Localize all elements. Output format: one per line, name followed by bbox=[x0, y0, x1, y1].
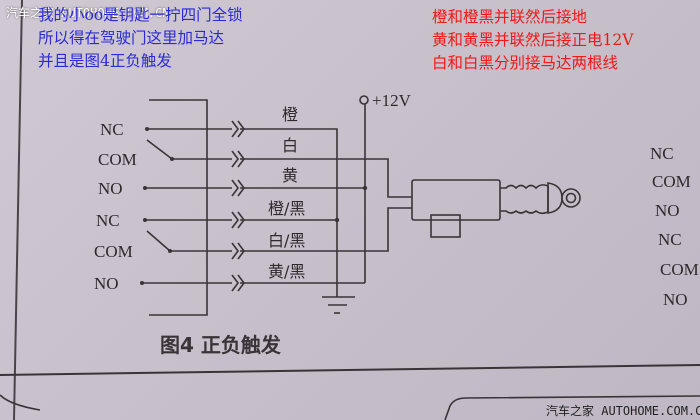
page-divider bbox=[0, 364, 700, 376]
wire-label-white-black: 白/黑 bbox=[268, 231, 305, 250]
junction-dots bbox=[334, 185, 368, 223]
pin-dots bbox=[140, 127, 174, 285]
paper-edge bbox=[13, 0, 23, 420]
wire-label-orange-black: 橙/黑 bbox=[268, 199, 305, 218]
pin-label-com-1: COM bbox=[98, 150, 137, 169]
bottom-box-outline bbox=[444, 395, 700, 420]
blue-annotation: 我的小oo是钥匙一拧四门全锁 所以得在驾驶门这里加马达 并且是图4正负触发 bbox=[38, 4, 243, 73]
right-pin-no-2: NO bbox=[663, 290, 688, 309]
right-pin-nc-1: NC bbox=[650, 144, 674, 163]
blue-note-line: 我的小oo是钥匙一拧四门全锁 bbox=[38, 6, 243, 24]
right-pin-nc-2: NC bbox=[658, 230, 682, 249]
red-note-line: 白和白黑分别接马达两根线 bbox=[432, 54, 619, 72]
wire-label-orange: 橙 bbox=[282, 105, 298, 124]
pin-label-no-1: NO bbox=[98, 179, 123, 198]
relay-wires bbox=[142, 128, 232, 284]
figure-caption: 图4 正负触发 bbox=[160, 333, 282, 357]
harness-wires bbox=[240, 104, 412, 297]
red-note-line: 橙和橙黑并联然后接地 bbox=[432, 8, 588, 26]
relay-bracket bbox=[149, 99, 208, 316]
bottom-left-curve bbox=[0, 394, 41, 411]
supply-terminal-icon bbox=[359, 95, 369, 105]
pin-label-nc-1: NC bbox=[100, 120, 124, 139]
ground-icon bbox=[322, 296, 355, 314]
right-pin-no-1: NO bbox=[655, 201, 680, 220]
pin-label-nc-2: NC bbox=[96, 211, 120, 230]
wire-label-yellow-black: 黄/黑 bbox=[268, 262, 305, 281]
supply-label: +12V bbox=[372, 91, 412, 110]
switch-arm-1 bbox=[146, 139, 173, 160]
pin-label-no-2: NO bbox=[94, 274, 119, 293]
switch-arm-2 bbox=[146, 230, 171, 252]
watermark-bottom: 汽车之家 AUTOHOME.COM.CN bbox=[546, 404, 700, 418]
wire-label-yellow: 黄 bbox=[282, 166, 298, 185]
blue-note-line: 所以得在驾驶门这里加马达 bbox=[38, 29, 225, 47]
right-pin-com-1: COM bbox=[652, 172, 691, 191]
connector-chevrons bbox=[231, 120, 245, 292]
red-note-line: 黄和黄黑并联然后接正电12V bbox=[432, 31, 634, 49]
red-annotation: 橙和橙黑并联然后接地 黄和黄黑并联然后接正电12V 白和白黑分别接马达两根线 bbox=[432, 6, 633, 75]
door-lock-motor-icon bbox=[411, 179, 581, 238]
wire-label-white: 白 bbox=[282, 136, 298, 155]
pin-label-com-2: COM bbox=[94, 242, 133, 261]
blue-note-line: 并且是图4正负触发 bbox=[38, 52, 172, 70]
watermark-top: 汽车之家 AUTOHOME.COM.CN bbox=[6, 6, 170, 20]
right-pin-com-2: COM bbox=[660, 260, 699, 279]
